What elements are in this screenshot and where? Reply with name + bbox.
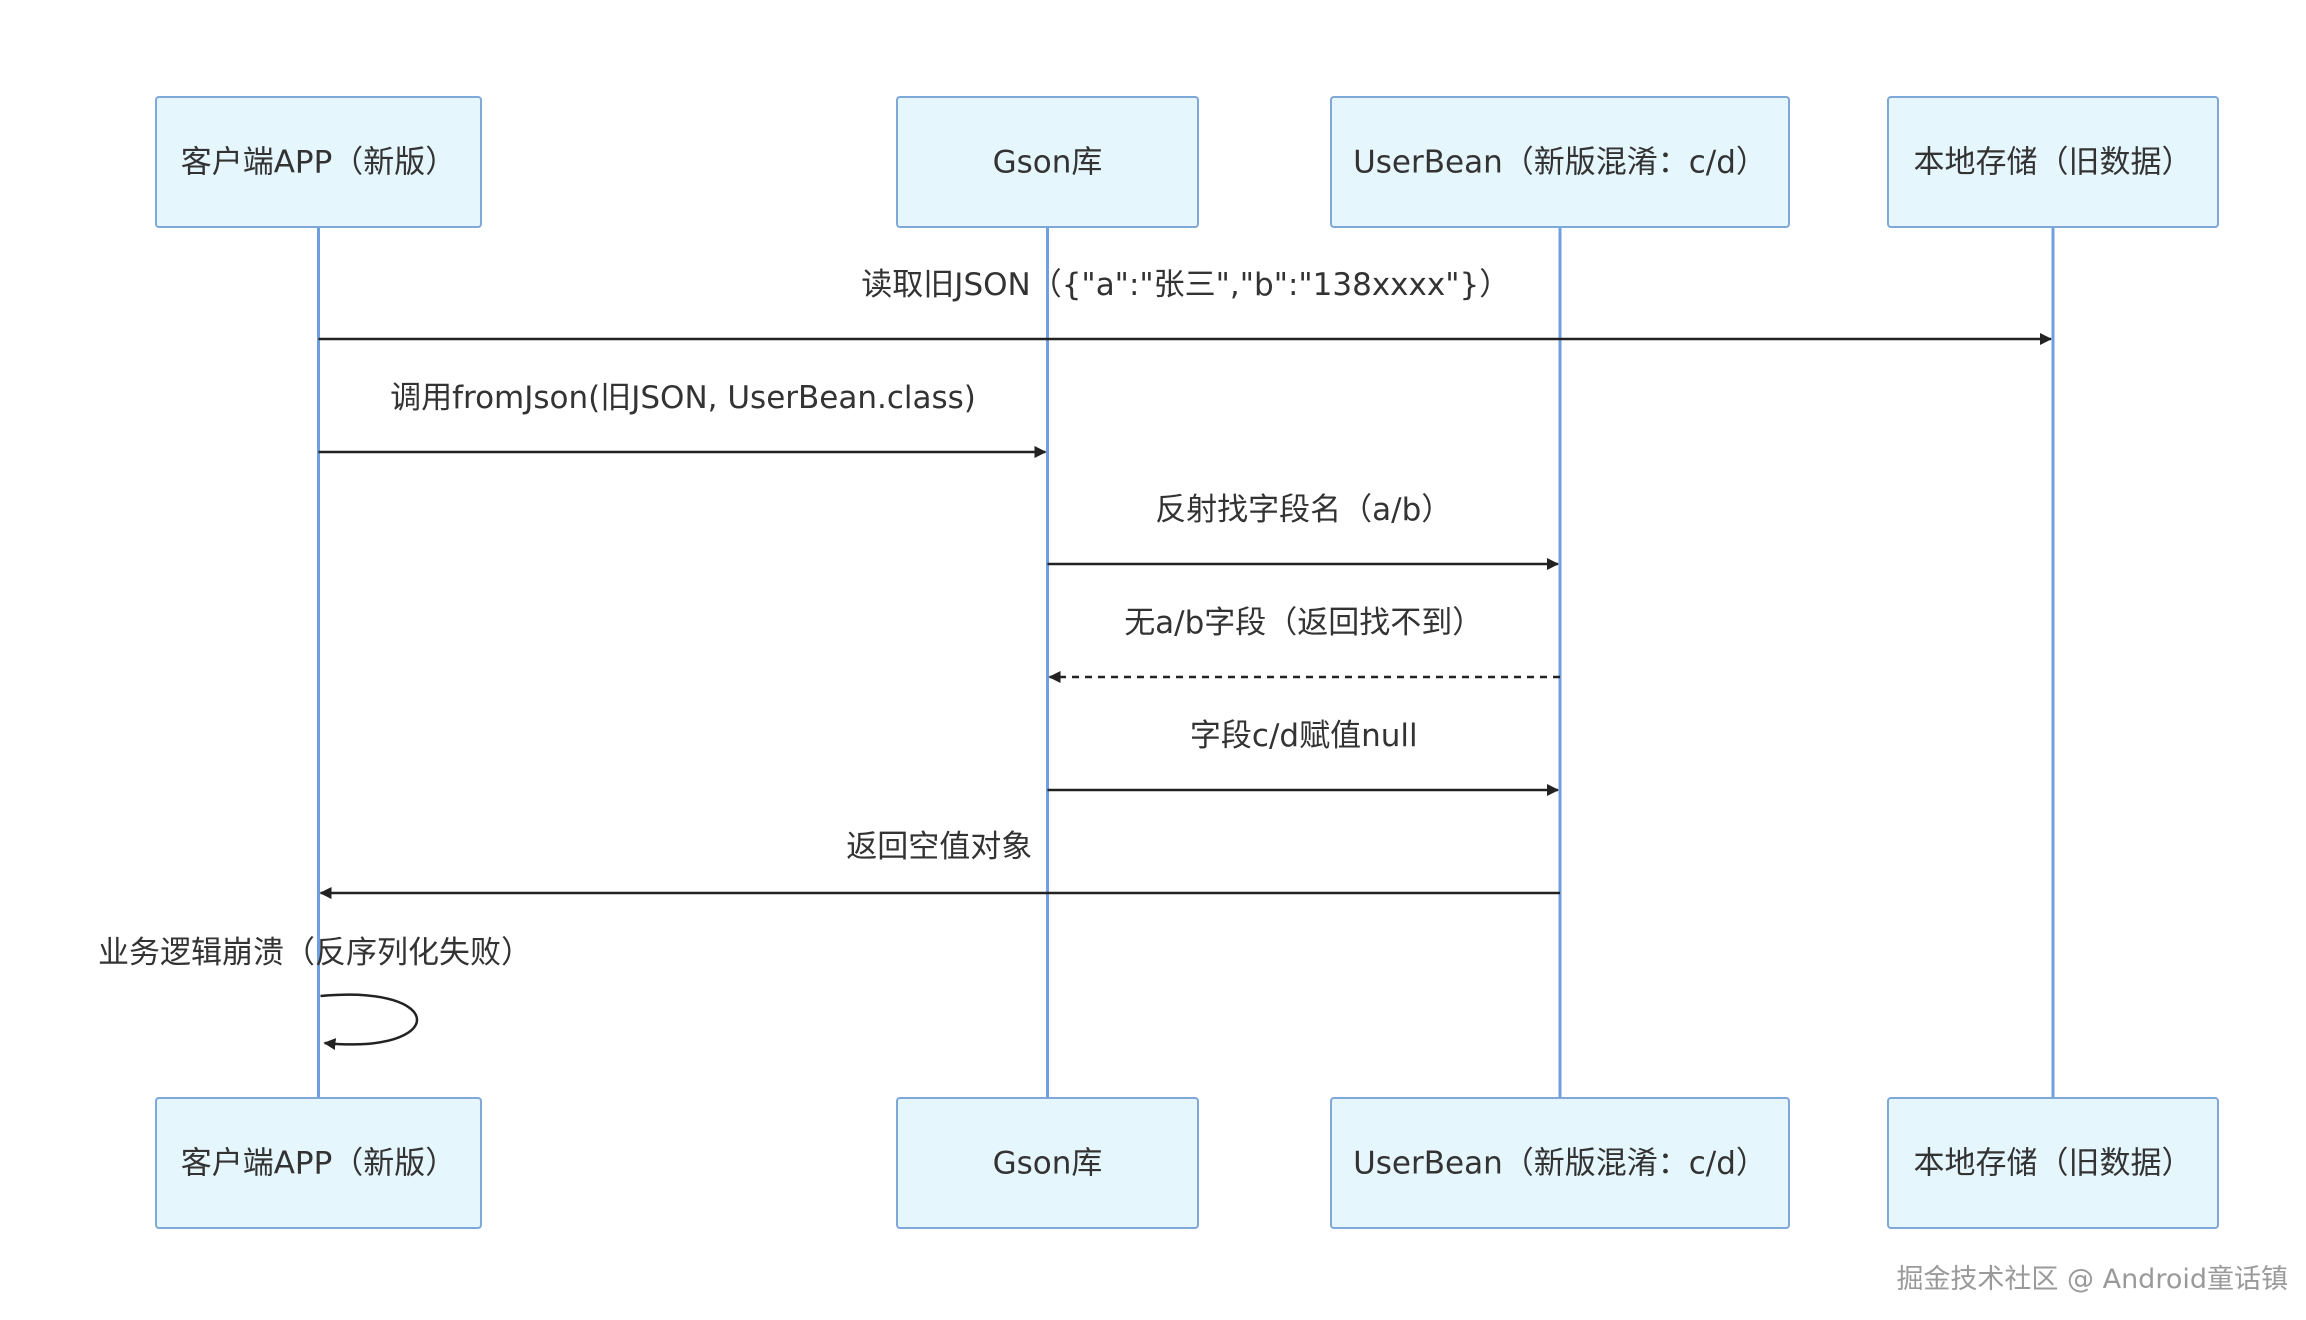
participant-label: UserBean（新版混淆：c/d）	[1353, 1146, 1767, 1182]
participant-box	[1330, 1097, 1790, 1229]
message-label: 读取旧JSON（{"a":"张三","b":"138xxxx"}）	[861, 267, 1510, 303]
participant-box	[1330, 96, 1790, 228]
message-5: 字段c/d赋值null	[1047, 718, 1559, 796]
participant-label: UserBean（新版混淆：c/d）	[1353, 145, 1767, 181]
participant-label: 客户端APP（新版）	[181, 1146, 457, 1182]
participant-label: 客户端APP（新版）	[181, 145, 457, 181]
message-3: 反射找字段名（a/b）	[1047, 492, 1559, 570]
messages: 读取旧JSON（{"a":"张三","b":"138xxxx"}） 调用fromJ…	[98, 267, 2052, 1051]
participant-gson-bottom: Gson库	[896, 1097, 1199, 1229]
participant-label: Gson库	[993, 1146, 1103, 1182]
participant-label: 本地存储（旧数据）	[1914, 145, 2193, 181]
participant-box	[896, 1097, 1199, 1229]
participant-boxes: 客户端APP（新版） 客户端APP（新版） Gson库 Gson库 UserBean（新…	[155, 96, 2219, 1229]
watermark: 掘金技术社区 @ Android童话镇	[1896, 1264, 2288, 1295]
participant-app-bottom: 客户端APP（新版）	[155, 1097, 482, 1229]
participant-bean-top: UserBean（新版混淆：c/d）	[1330, 96, 1790, 228]
message-label: 返回空值对象	[846, 829, 1032, 865]
participant-storage-top: 本地存储（旧数据）	[1887, 96, 2219, 228]
message-label: 反射找字段名（a/b）	[1155, 492, 1452, 528]
message-label: 字段c/d赋值null	[1190, 718, 1418, 754]
participant-box	[1887, 96, 2219, 228]
participant-label: Gson库	[993, 145, 1103, 181]
lifelines	[317, 227, 2055, 1098]
message-label: 调用fromJson(旧JSON, UserBean.class)	[390, 380, 976, 416]
participant-app-top: 客户端APP（新版）	[155, 96, 482, 228]
participant-label: 本地存储（旧数据）	[1914, 1146, 2193, 1182]
self-call-arrow	[320, 993, 419, 1051]
message-2: 调用fromJson(旧JSON, UserBean.class)	[318, 380, 1047, 458]
message-1: 读取旧JSON（{"a":"张三","b":"138xxxx"}）	[318, 267, 2052, 345]
message-label: 无a/b字段（返回找不到）	[1124, 605, 1483, 641]
participant-gson-top: Gson库	[896, 96, 1199, 228]
participant-box	[896, 96, 1199, 228]
participant-box	[155, 1097, 482, 1229]
message-label: 业务逻辑崩溃（反序列化失败）	[98, 935, 532, 971]
participant-storage-bottom: 本地存储（旧数据）	[1887, 1097, 2219, 1229]
message-7: 业务逻辑崩溃（反序列化失败）	[98, 935, 532, 1051]
participant-box	[155, 96, 482, 228]
participant-box	[1887, 1097, 2219, 1229]
message-6: 返回空值对象	[319, 829, 1560, 899]
participant-bean-bottom: UserBean（新版混淆：c/d）	[1330, 1097, 1790, 1229]
message-4: 无a/b字段（返回找不到）	[1048, 605, 1560, 683]
